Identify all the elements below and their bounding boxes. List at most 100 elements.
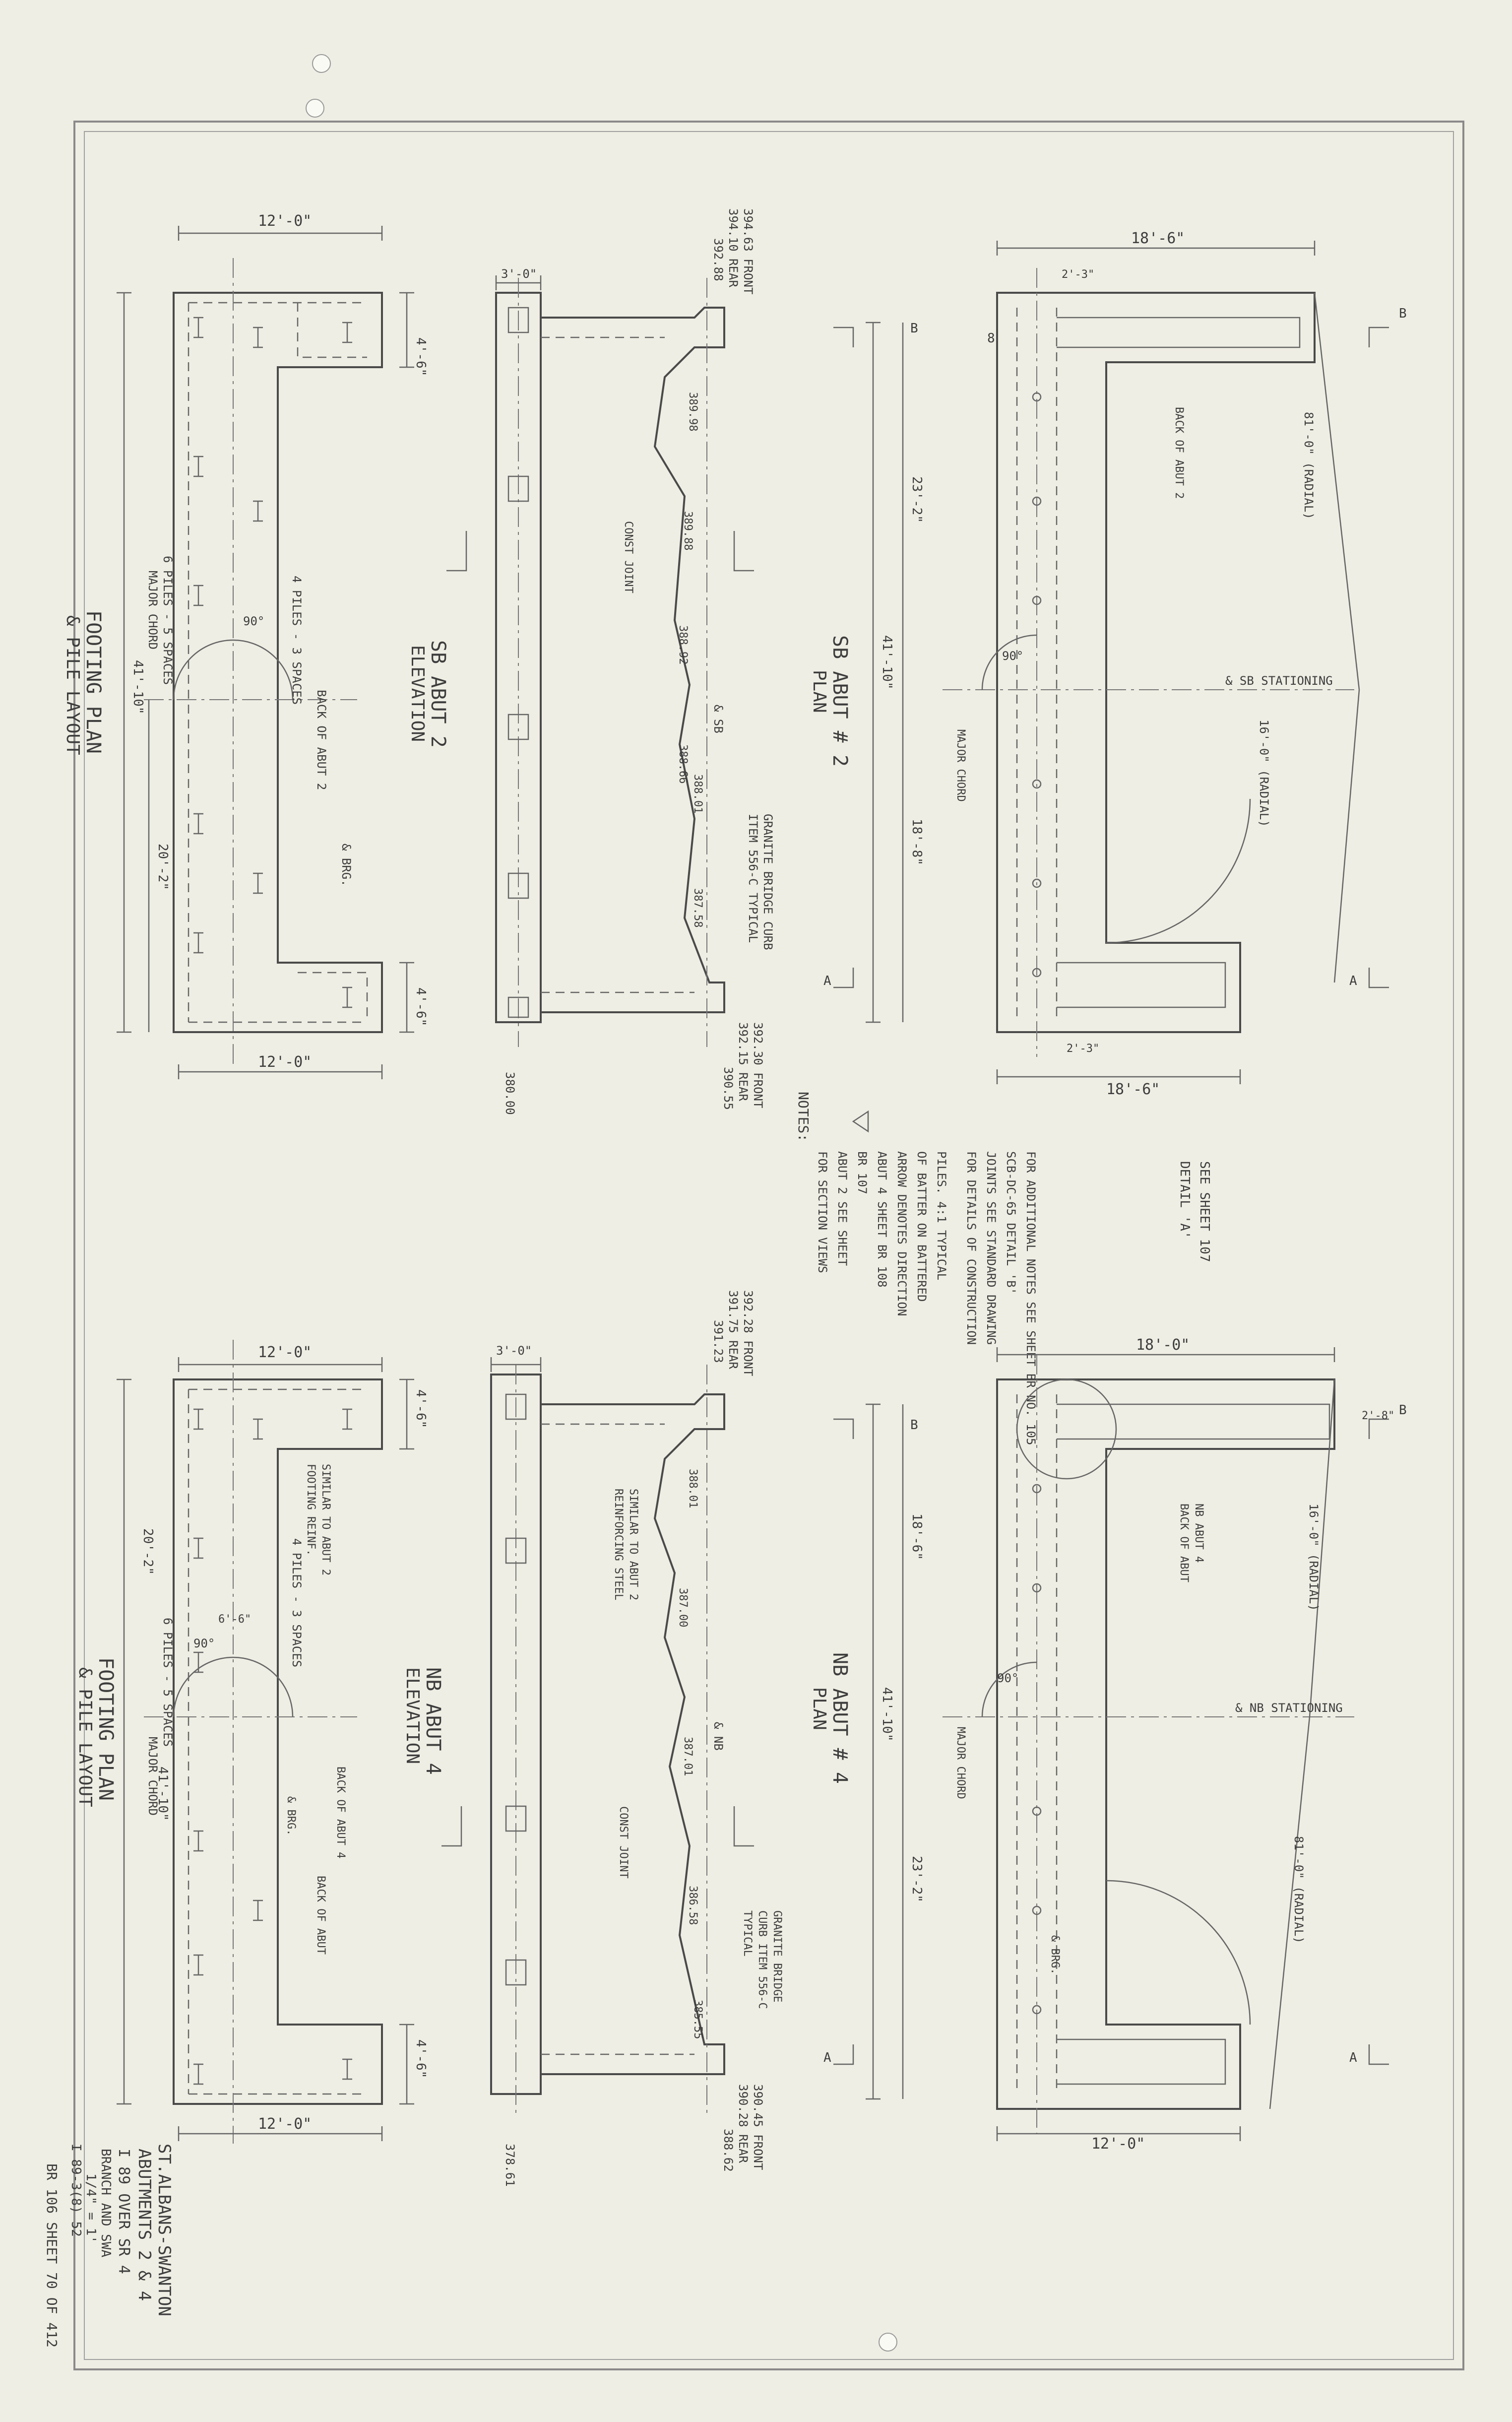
nb-footing-dim-bottom: 12'-0": [258, 2115, 312, 2133]
sb-footing-note-6piles: 6 PILES - 5 SPACES: [161, 556, 175, 685]
nb-elev-el-top: 391.23: [711, 1320, 725, 1363]
notes-block: NOTES: FOR SECTION VIEWS ABUT 2 SEE SHEE…: [795, 1092, 1212, 1445]
note-line-9: JOINTS SEE STANDARD DRAWING: [984, 1151, 998, 1345]
title-line-1: ST.ALBANS-SWANTON: [154, 2144, 174, 2316]
nb-footing-note-angle: 90°: [193, 1636, 215, 1650]
punch-hole: [879, 2333, 897, 2352]
sb-plan-dim-overall: 41'-10": [880, 635, 894, 690]
sb-elev-note-cl: & SB: [711, 705, 725, 733]
nb-plan-note-brg: & BRG.: [1049, 1935, 1061, 1974]
punch-hole: [312, 54, 331, 73]
nb-elev-el-bottom-rear: 390.28 REAR: [736, 2084, 750, 2163]
sb-elev-subtitle: ELEVATION: [407, 645, 428, 742]
sb-footing-title: FOOTING PLAN: [82, 610, 105, 754]
sb-footing-note-angle: 90°: [243, 614, 264, 628]
sb-elev-dim-width: 3'-0": [501, 267, 537, 281]
nb-plan-dim-wing: 2'-8": [1362, 1410, 1394, 1422]
sb-elev-el-2: 389.88: [682, 511, 694, 550]
nb-footing-dim-wing-bottom: 4'-6": [413, 2039, 428, 2078]
sb-plan-note-major-chord: MAJOR CHORD: [954, 729, 967, 802]
nb-elev-note-reinf: REINFORCING STEEL: [612, 1489, 625, 1600]
nb-footing-note-major-chord: MAJOR CHORD: [146, 1737, 160, 1816]
nb-footing-subtitle: & PILE LAYOUT: [75, 1667, 95, 1807]
nb-footing-dim-overall: 41'-10": [155, 1767, 170, 1821]
nb-plan-note-back-abut: BACK OF ABUT: [1178, 1504, 1190, 1582]
sb-elevation: 3'-0" 394.63 FRONT 394.10 REAR 392.88 38…: [407, 208, 775, 1115]
sb-plan-sect-a-right: A: [1349, 974, 1357, 988]
sb-footing-dim-overall: 41'-10": [130, 660, 145, 715]
nb-plan-dim-top: 18'-0": [1136, 1336, 1190, 1354]
nb-plan-dim-bottom: 12'-0": [1091, 2135, 1145, 2153]
sb-elev-note-joint: CONST JOINT: [622, 521, 634, 593]
nb-footing-note-brg: & BRG.: [285, 1796, 297, 1835]
sb-elev-el-1: 389.98: [687, 392, 699, 431]
sb-footing-dim-wing-bottom: 4'-6": [413, 987, 428, 1026]
sb-plan-subtitle: PLAN: [809, 670, 829, 713]
note-line-4: ABUT 4 SHEET BR 108: [875, 1151, 889, 1288]
sb-plan-note-back-abut: BACK OF ABUT 2: [1173, 407, 1185, 499]
sb-plan: 18'-6" 18'-6" 23'-2" 18'-8" 41'-10" 2'-3…: [809, 230, 1407, 1098]
nb-elev-note-curb-2: CURB ITEM 556-C: [756, 1910, 768, 2009]
sb-elev-el-bottom: 390.55: [721, 1067, 735, 1110]
sb-footing-note-brg: & BRG.: [339, 844, 353, 887]
nb-footing-note-reinf: FOOTING REINF.: [305, 1464, 317, 1556]
sb-elev-el-6: 387.58: [692, 888, 704, 927]
nb-plan-sect-a-left: A: [823, 2050, 831, 2065]
nb-elev-note-similar: SIMILAR TO ABUT 2: [627, 1489, 639, 1600]
sb-plan-sect-a-left: A: [823, 974, 831, 988]
detail-ref-2: SEE SHEET 107: [1197, 1161, 1212, 1262]
sb-elev-note-curb-item: ITEM 556-C TYPICAL: [746, 814, 760, 943]
nb-elev-dim-width: 3'-0": [496, 1344, 532, 1358]
sheet-border: [73, 121, 1464, 2370]
note-line-8: FOR DETAILS OF CONSTRUCTION: [964, 1151, 978, 1345]
nb-footing-note-back-abut: BACK OF ABUT: [315, 1876, 327, 1955]
nb-elev-note-cl: & NB: [711, 1722, 725, 1751]
title-line-2: ABUTMENTS 2 & 4: [134, 2149, 154, 2301]
nb-elevation: 3'-0" 392.28 FRONT 391.75 REAR 391.23 38…: [402, 1290, 783, 2187]
title-line-3: I 89 OVER SR 4: [115, 2149, 132, 2274]
sb-elev-el-4: 388.66: [677, 744, 689, 784]
nb-elev-el-3: 387.01: [682, 1737, 694, 1776]
notes-heading: NOTES:: [795, 1092, 812, 1142]
nb-footing-note-6piles: 6 PILES - 5 SPACES: [161, 1618, 175, 1747]
nb-plan-dim-lower: 23'-2": [909, 1856, 924, 1902]
note-line-6: OF BATTER ON BATTERED: [915, 1151, 929, 1302]
sb-elev-el-bottom-rear: 392.15 REAR: [736, 1022, 750, 1101]
sb-elev-el-5: 388.01: [692, 774, 704, 813]
title-block: ST.ALBANS-SWANTON ABUTMENTS 2 & 4 I 89 O…: [44, 2144, 174, 2348]
note-line-3: BR 107: [855, 1151, 869, 1194]
sb-elev-el-3: 388.92: [677, 625, 689, 664]
nb-plan-note-stationing: & NB STATIONING: [1235, 1701, 1343, 1715]
nb-elev-title: NB ABUT 4: [422, 1667, 444, 1775]
sb-footing-dim-top: 12'-0": [258, 212, 312, 230]
nb-plan-dim-overall: 41'-10": [880, 1687, 894, 1742]
note-line-11: FOR ADDITIONAL NOTES SEE SHEET BR NO. 10…: [1024, 1151, 1038, 1445]
title-line-4: BRANCH AND SWA: [98, 2149, 113, 2257]
nb-plan-title: NB ABUT # 4: [828, 1652, 851, 1784]
nb-plan-note-abut4: NB ABUT 4: [1193, 1504, 1205, 1563]
nb-plan-sect-a-right: A: [1349, 2050, 1357, 2065]
nb-elev-el-5: 385.55: [692, 2000, 704, 2039]
sb-footing-note-4piles: 4 PILES - 3 SPACES: [290, 576, 304, 705]
nb-elev-el-bottom-front: 390.45 FRONT: [751, 2084, 765, 2170]
nb-footing-dim-wing-top: 4'-6": [413, 1389, 428, 1428]
sb-plan-note-angle: 90°: [1002, 649, 1023, 663]
sb-plan-note-radial-81: 81'-0" (RADIAL): [1302, 412, 1316, 520]
sb-footing-dim-half: 20'-2": [155, 844, 170, 890]
title-line-6: I 89-3(8) 52: [68, 2144, 83, 2237]
nb-footing-note-similar: SIMILAR TO ABUT 2: [319, 1464, 332, 1575]
nb-plan: 18'-0" 12'-0" 18'-6" 23'-2" 41'-10" 2'-8…: [809, 1336, 1407, 2153]
nb-elev-el-footing: 378.61: [503, 2144, 517, 2187]
nb-plan-note-radial-16: 16'-0" (RADIAL): [1307, 1504, 1321, 1611]
sb-plan-dim-lower: 18'-8": [909, 819, 924, 865]
nb-plan-note-angle: 90°: [997, 1671, 1018, 1685]
note-line-1: FOR SECTION VIEWS: [816, 1151, 829, 1273]
sb-plan-title: SB ABUT # 2: [828, 635, 851, 767]
sb-footing-note-major-chord: MAJOR CHORD: [146, 571, 160, 650]
sb-elev-el-front: 394.63 FRONT: [741, 208, 755, 294]
note-line-10: SCB-DC-65 DETAIL 'B': [1004, 1151, 1018, 1295]
sb-plan-note-radial-16: 16'-0" (RADIAL): [1257, 720, 1271, 827]
nb-plan-note-major-chord: MAJOR CHORD: [954, 1727, 967, 1799]
nb-elev-el-front: 392.28 FRONT: [741, 1290, 755, 1376]
